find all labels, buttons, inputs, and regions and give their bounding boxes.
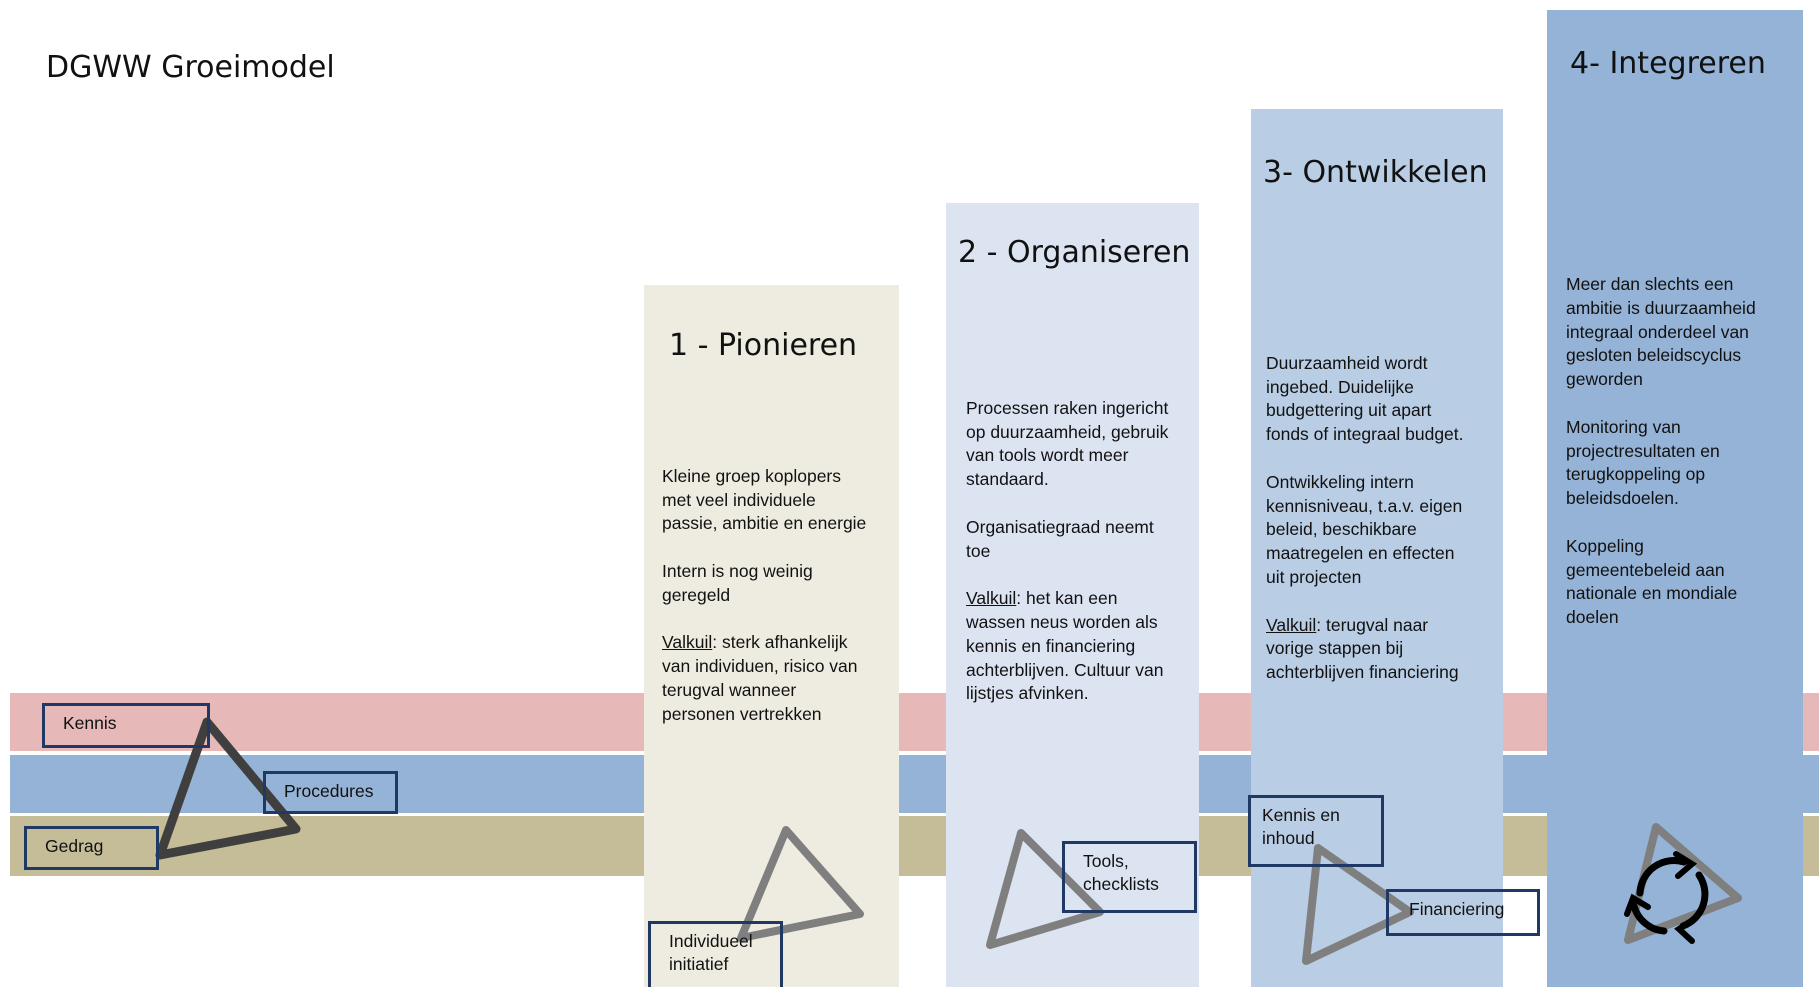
label-box-tools-checklists: Tools, checklists (1062, 841, 1197, 913)
pitfall-text: : sterk afhankelijk van individuen, risi… (662, 632, 858, 724)
pitfall-label: Valkuil (662, 632, 713, 653)
column-ontwikkelen (1251, 109, 1503, 987)
label-box-gedrag: Gedrag (24, 826, 159, 870)
pitfall-text: : terugval naar vorige stappen bij achte… (1266, 614, 1459, 683)
pitfall-label: Valkuil (1266, 614, 1317, 635)
pitfall-text: : het kan een wassen neus worden als ken… (966, 588, 1164, 704)
label-box-kennis: Kennis (42, 703, 210, 748)
column-text: Kleine groep koplopers met veel individu… (662, 441, 887, 727)
band-kennis (10, 693, 1819, 751)
label-box-individueel-initiatief: Individueel initiatief (648, 921, 783, 987)
column-title: 3- Ontwikkelen (1263, 155, 1488, 190)
label-box-kennis-en-inhoud: Kennis en inhoud (1248, 795, 1384, 867)
band-gedrag (10, 816, 1819, 876)
label-box-procedures: Procedures (263, 771, 398, 814)
column-description: Processen raken ingericht op duurzaamhei… (966, 397, 1169, 561)
column-title: 2 - Organiseren (958, 235, 1191, 270)
pitfall-label: Valkuil (966, 588, 1017, 609)
label-box-financiering: Financiering (1386, 889, 1540, 936)
column-text: Processen raken ingericht op duurzaamhei… (966, 373, 1191, 706)
column-text: Duurzaamheid wordt ingebed. Duidelijke b… (1266, 328, 1496, 685)
column-description: Kleine groep koplopers met veel individu… (662, 465, 867, 605)
column-title: 1 - Pionieren (669, 328, 858, 363)
column-description: Duurzaamheid wordt ingebed. Duidelijke b… (1266, 352, 1464, 587)
column-text: Meer dan slechts een ambitie is duurzaam… (1566, 274, 1756, 628)
band-procedures (10, 755, 1819, 813)
page-title: DGWW Groeimodel (46, 50, 335, 85)
column-title: 4- Integreren (1570, 46, 1766, 81)
